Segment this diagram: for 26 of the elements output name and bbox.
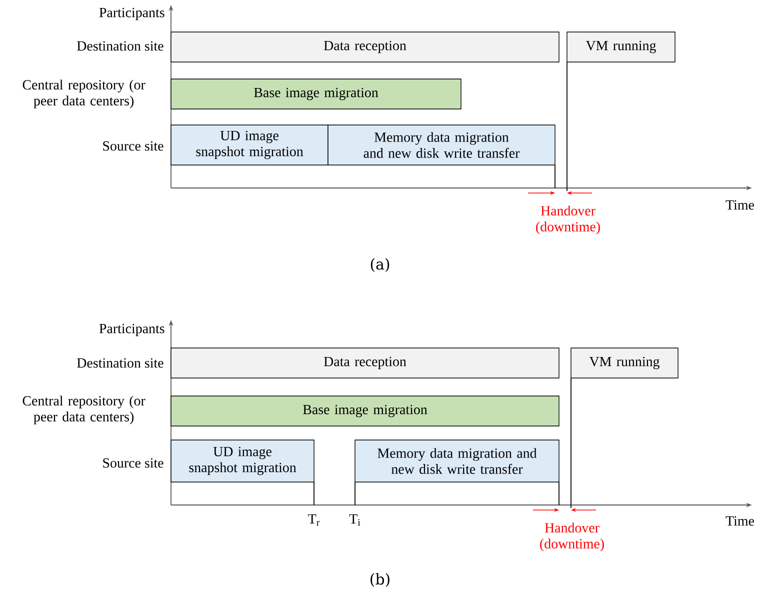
handover-label: Handover (downtime) bbox=[540, 522, 604, 552]
process-bar: Base image migration bbox=[170, 78, 462, 110]
process-bar: UD image snapshot migration bbox=[170, 440, 314, 482]
row-label: Central repository (or peer data centers) bbox=[22, 396, 146, 424]
process-bar: UD image snapshot migration bbox=[170, 124, 328, 166]
process-bar: Base image migration bbox=[170, 396, 560, 426]
row-label: Central repository (or peer data centers) bbox=[22, 80, 146, 108]
row-label: Source site bbox=[103, 458, 164, 468]
process-bar: VM running bbox=[570, 348, 678, 378]
tick-label: T$_{r}$ bbox=[308, 514, 320, 526]
process-bar: Data reception bbox=[170, 32, 560, 62]
row-label: Destination site bbox=[77, 41, 164, 51]
axis-label: Time bbox=[726, 200, 754, 210]
panel-caption: (a) bbox=[370, 258, 390, 272]
process-bar: Memory data migration and new disk write transfer bbox=[328, 124, 556, 166]
panel-caption: (b) bbox=[370, 573, 390, 587]
row-label: Source site bbox=[103, 141, 164, 151]
row-label: Destination site bbox=[77, 358, 164, 368]
row-label: Participants bbox=[99, 324, 164, 336]
handover-label: Handover (downtime) bbox=[536, 206, 600, 234]
row-label: Participants bbox=[99, 8, 164, 20]
tick-label: T$_{i}$ bbox=[349, 514, 360, 526]
axis-label: Time bbox=[726, 516, 754, 526]
process-bar: Memory data migration and new disk write transfer bbox=[354, 440, 560, 482]
process-bar: Data reception bbox=[170, 348, 560, 378]
process-bar: VM running bbox=[566, 32, 676, 62]
